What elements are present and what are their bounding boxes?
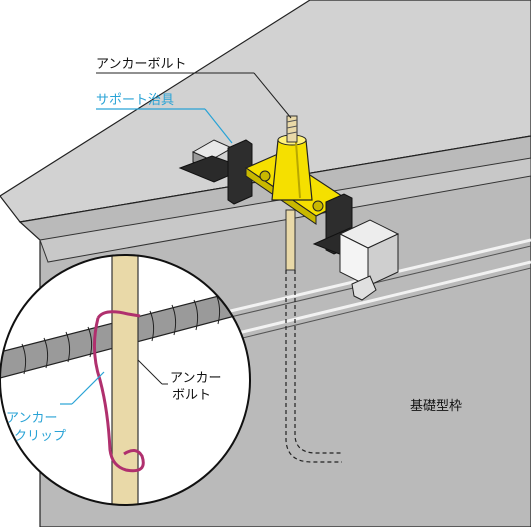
bolt-thread-mark — [286, 119, 298, 123]
form-top-surface — [0, 0, 531, 223]
anchor-bolt-rod — [285, 209, 342, 463]
anchor-clip — [93, 310, 145, 473]
label-anchor-clip-line2: クリップ — [14, 429, 66, 444]
inset-bolt-rod — [111, 255, 139, 505]
leader-anchor-bolt — [253, 72, 292, 119]
leader-support-jig — [204, 108, 233, 144]
bolt-hidden-path — [285, 270, 342, 463]
bolt-thread — [286, 115, 298, 143]
label-inset-anchor-bolt-line2: ボルト — [172, 388, 211, 403]
bolt-thread-mark — [286, 125, 298, 129]
support-jig — [178, 115, 400, 301]
bolt-shank — [285, 209, 296, 271]
label-inset-anchor-bolt-line1: アンカー — [170, 371, 221, 386]
jig-nut-seam — [295, 141, 301, 199]
jig-nut-housing — [271, 139, 313, 201]
jig-screw — [312, 200, 324, 212]
label-support-jig: サポート治具 — [96, 93, 174, 108]
jig-left-upright — [227, 139, 253, 205]
jig-screw — [259, 170, 271, 182]
magnified-inset — [0, 254, 251, 506]
leader-inset-bolt — [137, 359, 163, 385]
label-anchor-clip-line1: アンカー — [6, 411, 57, 426]
label-anchor-bolt: アンカーボルト — [96, 57, 186, 72]
jig-clamp-foot — [351, 275, 377, 301]
inset-border — [0, 254, 251, 506]
label-foundation-form: 基礎型枠 — [410, 399, 462, 414]
leader-anchor-clip — [71, 371, 105, 405]
bolt-thread-mark — [286, 131, 298, 135]
top-callouts — [96, 72, 292, 144]
